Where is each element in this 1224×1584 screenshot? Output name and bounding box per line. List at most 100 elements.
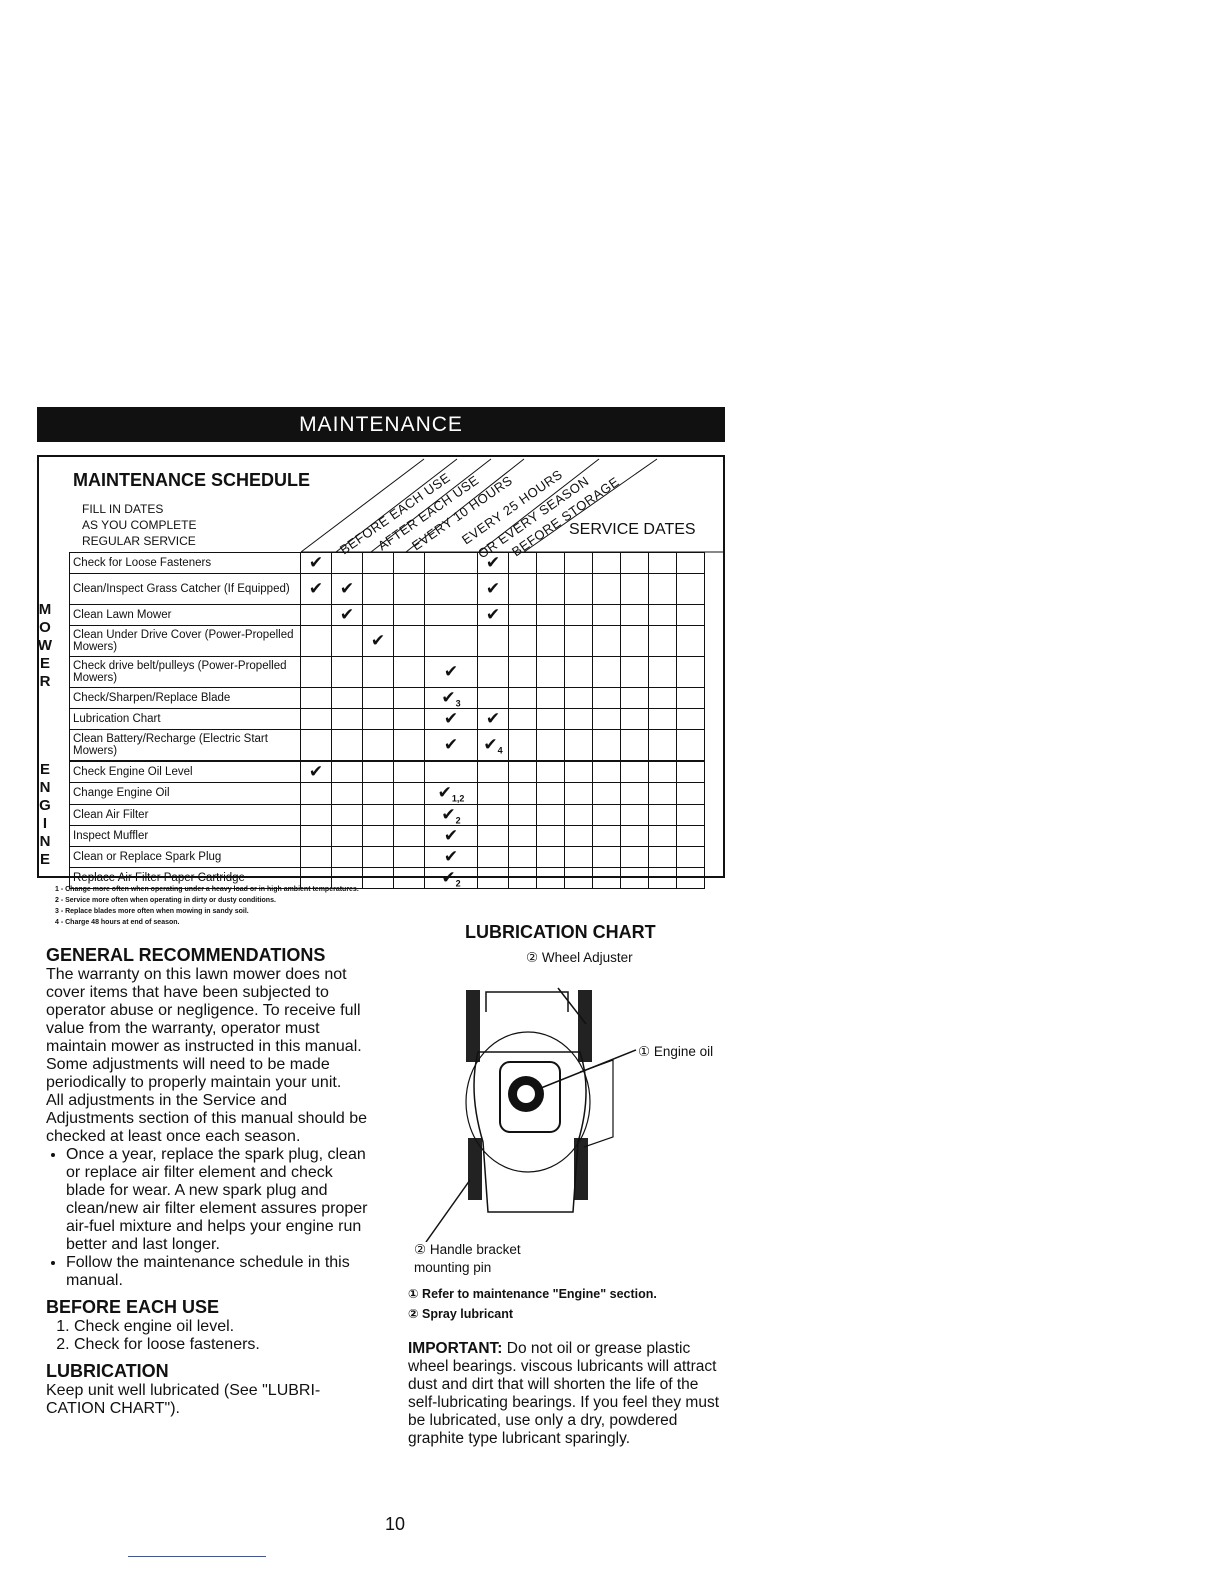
task-label: Clean/Inspect Grass Catcher (If Equipped…: [69, 573, 301, 605]
table-row: Clean Air Filter ✔2: [69, 803, 705, 826]
table-row: Inspect Muffler ✔: [69, 824, 705, 847]
table-row: Clean/Inspect Grass Catcher (If Equipped…: [69, 573, 705, 605]
task-label: Check drive belt/pulleys (Power-Propelle…: [69, 656, 301, 688]
important-text: Do not oil or grease plastic wheel beari…: [408, 1340, 720, 1447]
general-paragraph: Some adjustments will need to be made pe…: [46, 1056, 342, 1091]
table-row: Check for Loose Fasteners ✔ ✔: [69, 552, 705, 574]
task-label: Change Engine Oil: [69, 782, 301, 805]
handle-bracket-label: ② Handle bracket: [414, 1242, 521, 1257]
check-mark: ✔: [339, 605, 355, 624]
footnote: 1 - Change more often when operating und…: [55, 886, 359, 893]
task-label: Check for Loose Fasteners: [69, 552, 301, 574]
table-row: Replace Air Filter Paper Cartridge ✔2: [69, 866, 705, 890]
task-label: Inspect Muffler: [69, 824, 301, 847]
check-mark: ✔: [437, 783, 452, 803]
page-number: 10: [385, 1514, 406, 1534]
footnote-ref: 2: [455, 878, 461, 889]
task-label: Clean Battery/Recharge (Electric Start M…: [69, 729, 301, 762]
task-label: Clean Air Filter: [69, 803, 301, 826]
list-item: Check engine oil level.: [74, 1318, 376, 1336]
general-paragraph: All adjustments in the Service and Adjus…: [46, 1092, 368, 1145]
fill-line: FILL IN DATES: [82, 502, 164, 516]
engine-oil-leader: [535, 1049, 637, 1091]
check-mark: ✔: [443, 825, 459, 845]
important-note: IMPORTANT: Do not oil or grease plastic …: [408, 1340, 728, 1448]
service-dates-label: SERVICE DATES: [569, 521, 696, 538]
lubrication-text: Keep unit well lubricated (See "LUBRI-CA…: [46, 1382, 321, 1417]
list-item: Check for loose fasteners.: [74, 1336, 376, 1354]
table-row: Clean Lawn Mower ✔ ✔: [69, 604, 705, 626]
handle: [485, 991, 569, 1012]
task-label: Clean Under Drive Cover (Power-Propelled…: [69, 625, 301, 657]
schedule-title: MAINTENANCE SCHEDULE: [73, 470, 311, 490]
general-paragraph: The warranty on this lawn mower does not…: [46, 966, 362, 1055]
footnote: 2 - Service more often when operating in…: [55, 897, 276, 904]
list-item: Once a year, replace the spark plug, cle…: [66, 1146, 376, 1254]
table-row: Clean Battery/Recharge (Electric Start M…: [69, 729, 705, 762]
before-each-use-list: Check engine oil level. Check for loose …: [46, 1318, 376, 1354]
engine-oil-label: ① Engine oil: [638, 1044, 714, 1059]
task-label: Check/Sharpen/Replace Blade: [69, 686, 301, 710]
table-row: Check drive belt/pulleys (Power-Propelle…: [69, 656, 705, 688]
task-label: Clean or Replace Spark Plug: [69, 845, 301, 868]
table-row: Lubrication Chart ✔ ✔: [69, 708, 705, 731]
check-mark: ✔: [308, 579, 324, 598]
check-mark: ✔: [308, 553, 324, 572]
general-heading: GENERAL RECOMMENDATIONS: [46, 945, 326, 965]
check-mark: ✔: [485, 709, 501, 729]
check-mark: ✔: [485, 605, 501, 624]
table-row: Clean Under Drive Cover (Power-Propelled…: [69, 625, 705, 657]
check-mark: ✔: [339, 579, 355, 598]
table-row: Check/Sharpen/Replace Blade ✔3: [69, 686, 705, 710]
list-item: Follow the maintenance schedule in this …: [66, 1254, 376, 1290]
table-row: Check Engine Oil Level ✔: [69, 760, 705, 784]
handle-bracket-leader: [425, 1179, 471, 1242]
check-mark: ✔: [485, 579, 501, 598]
table-row: Change Engine Oil ✔1,2: [69, 782, 705, 805]
mower-side-label: M O W E R: [37, 601, 53, 690]
schedule-table: Check for Loose Fasteners ✔ ✔ Clean/Insp…: [69, 552, 705, 890]
footnotes: 1 - Change more often when operating und…: [55, 884, 359, 928]
footnote-ref: 3: [455, 698, 461, 709]
check-mark: ✔: [443, 846, 459, 866]
check-mark: ✔: [443, 709, 459, 729]
task-label: Clean Lawn Mower: [69, 604, 301, 626]
note-spray: ② Spray lubricant: [408, 1307, 514, 1321]
engine-body: [499, 1061, 561, 1133]
check-mark: ✔: [483, 735, 498, 755]
left-column: GENERAL RECOMMENDATIONS The warranty on …: [46, 946, 376, 1418]
wheel-adjuster-label: ② Wheel Adjuster: [526, 950, 633, 965]
important-label: IMPORTANT:: [408, 1340, 503, 1357]
footnote-ref: 4: [497, 745, 503, 756]
lubrication-heading: LUBRICATION: [46, 1361, 169, 1381]
wheel-adjuster-leader: [557, 987, 587, 1025]
fill-line: AS YOU COMPLETE: [82, 518, 197, 532]
fill-line: REGULAR SERVICE: [82, 534, 196, 548]
handle-bracket-label-2: mounting pin: [414, 1260, 492, 1275]
task-label: Replace Air Filter Paper Cartridge: [69, 866, 301, 890]
rear-right-wheel: [578, 990, 592, 1062]
lubrication-chart-title: LUBRICATION CHART: [465, 922, 656, 942]
bottom-rule: [128, 1556, 266, 1557]
check-mark: ✔: [443, 735, 459, 755]
table-row: Clean or Replace Spark Plug ✔: [69, 845, 705, 868]
check-mark: ✔: [485, 553, 501, 572]
section-banner: MAINTENANCE: [37, 407, 725, 442]
rear-left-wheel: [466, 990, 480, 1062]
footnote: 3 - Replace blades more often when mowin…: [55, 908, 249, 915]
footnote-ref: 1,2: [451, 793, 465, 804]
engine-oil-cap-center: [517, 1085, 535, 1103]
check-mark: ✔: [441, 867, 456, 887]
mower-diagram: [425, 987, 637, 1242]
check-mark: ✔: [443, 662, 459, 681]
blade-housing: [465, 1031, 591, 1173]
footnote-ref: 2: [455, 814, 461, 825]
footnote: 4 - Charge 48 hours at end of season.: [55, 919, 180, 926]
check-mark: ✔: [441, 688, 456, 707]
check-mark: ✔: [441, 804, 456, 824]
task-label: Check Engine Oil Level: [69, 760, 301, 784]
before-each-use-heading: BEFORE EACH USE: [46, 1297, 220, 1317]
note-engine: ① Refer to maintenance "Engine" section.: [408, 1287, 657, 1301]
front-left-wheel: [468, 1138, 482, 1200]
task-label: Lubrication Chart: [69, 708, 301, 731]
